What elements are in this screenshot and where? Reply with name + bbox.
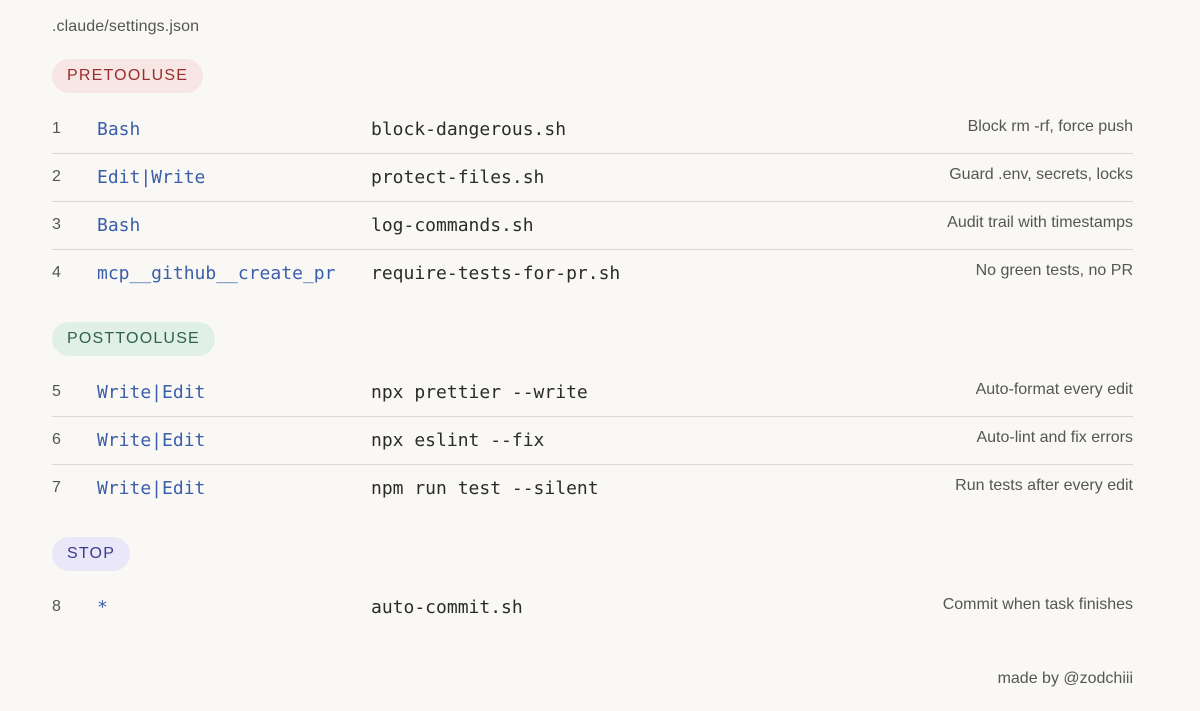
- matcher: Bash: [97, 119, 141, 140]
- description: Audit trail with timestamps: [947, 214, 1133, 231]
- table-row: 4 mcp__github__create_pr require-tests-f…: [52, 250, 1133, 298]
- row-number: 7: [52, 479, 61, 496]
- row-number: 4: [52, 264, 61, 281]
- description: Block rm -rf, force push: [967, 118, 1133, 135]
- pretooluse-rows: 1 Bash block-dangerous.sh Block rm -rf, …: [52, 106, 1133, 298]
- command: auto-commit.sh: [371, 597, 523, 618]
- description: Guard .env, secrets, locks: [949, 166, 1133, 183]
- section-pretooluse: PRETOOLUSE: [52, 59, 1133, 93]
- section-posttooluse: POSTTOOLUSE: [52, 322, 1133, 356]
- command: protect-files.sh: [371, 167, 545, 188]
- matcher: Write|Edit: [97, 382, 206, 403]
- row-number: 6: [52, 431, 61, 448]
- matcher: mcp__github__create_pr: [97, 263, 336, 284]
- command: require-tests-for-pr.sh: [371, 263, 621, 284]
- command: log-commands.sh: [371, 215, 534, 236]
- table-row: 1 Bash block-dangerous.sh Block rm -rf, …: [52, 106, 1133, 154]
- table-row: 8 * auto-commit.sh Commit when task fini…: [52, 584, 1133, 632]
- description: No green tests, no PR: [975, 262, 1133, 279]
- stop-rows: 8 * auto-commit.sh Commit when task fini…: [52, 584, 1133, 632]
- matcher: Write|Edit: [97, 478, 206, 499]
- command: npm run test --silent: [371, 478, 599, 499]
- row-number: 3: [52, 216, 61, 233]
- command: npx eslint --fix: [371, 430, 545, 451]
- table-row: 7 Write|Edit npm run test --silent Run t…: [52, 465, 1133, 513]
- table-row: 6 Write|Edit npx eslint --fix Auto-lint …: [52, 417, 1133, 465]
- matcher: *: [97, 597, 108, 618]
- row-number: 2: [52, 168, 61, 185]
- posttooluse-rows: 5 Write|Edit npx prettier --write Auto-f…: [52, 369, 1133, 513]
- matcher: Edit|Write: [97, 167, 206, 188]
- table-row: 5 Write|Edit npx prettier --write Auto-f…: [52, 369, 1133, 417]
- row-number: 8: [52, 598, 61, 615]
- row-number: 1: [52, 120, 61, 137]
- table-row: 2 Edit|Write protect-files.sh Guard .env…: [52, 154, 1133, 202]
- row-number: 5: [52, 383, 61, 400]
- description: Auto-lint and fix errors: [976, 429, 1133, 446]
- command: block-dangerous.sh: [371, 119, 567, 140]
- matcher: Bash: [97, 215, 141, 236]
- description: Commit when task finishes: [942, 596, 1133, 613]
- stop-badge: STOP: [52, 537, 131, 571]
- description: Auto-format every edit: [975, 381, 1133, 398]
- command: npx prettier --write: [371, 382, 588, 403]
- description: Run tests after every edit: [955, 477, 1133, 494]
- table-row: 3 Bash log-commands.sh Audit trail with …: [52, 202, 1133, 250]
- matcher: Write|Edit: [97, 430, 206, 451]
- credit-text: made by @zodchiii: [997, 670, 1133, 687]
- posttooluse-badge: POSTTOOLUSE: [52, 322, 215, 356]
- section-stop: STOP: [52, 537, 1133, 571]
- pretooluse-badge: PRETOOLUSE: [52, 59, 204, 93]
- file-path: .claude/settings.json: [52, 18, 200, 35]
